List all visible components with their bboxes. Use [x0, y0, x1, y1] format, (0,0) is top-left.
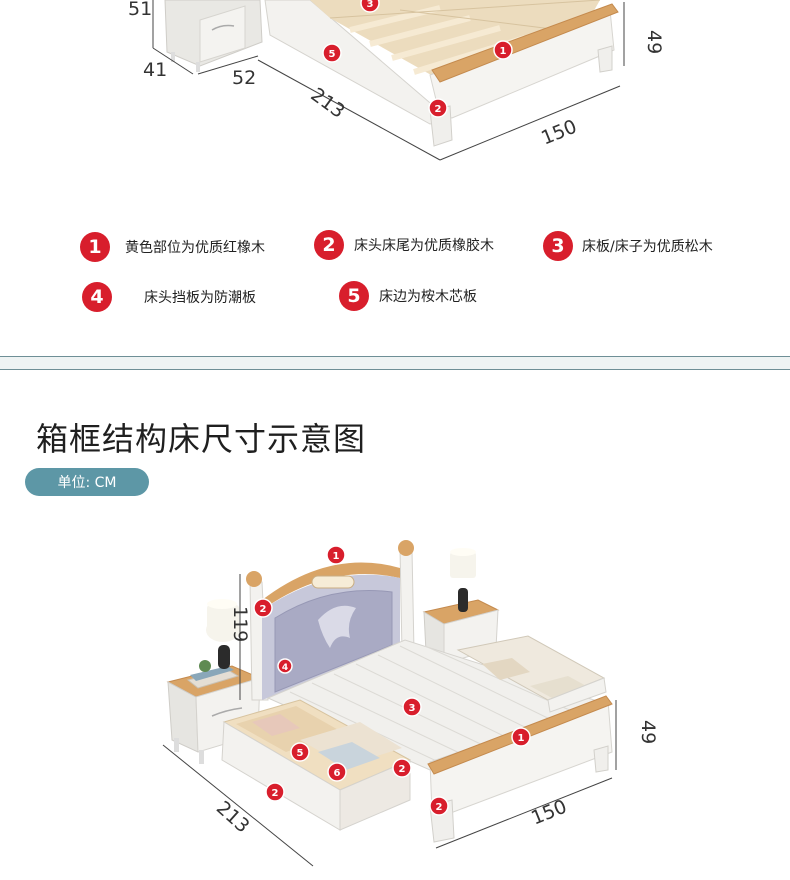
legend-label: 床板/床子为优质松木	[582, 239, 713, 255]
marker-2: 2	[428, 98, 448, 118]
svg-text:2: 2	[435, 104, 442, 115]
legend-item-2: 2 床头床尾为优质橡胶木	[314, 230, 494, 260]
svg-text:2: 2	[436, 802, 443, 813]
svg-text:2: 2	[260, 604, 267, 615]
marker-1-footboard: 1	[511, 727, 531, 747]
left-nightstand	[166, 599, 262, 764]
dim-footboard-height: 49	[637, 720, 659, 744]
dim-bed-length: 213	[307, 84, 349, 123]
marker-2-headpost: 2	[253, 598, 273, 618]
dim-footboard-height: 49	[643, 30, 665, 54]
svg-text:5: 5	[297, 748, 304, 759]
svg-text:6: 6	[334, 768, 341, 779]
top-bed-diagram: 51 41 52 213 150 49 3 1 5 2	[128, 0, 665, 161]
legend-number: 1	[80, 232, 110, 262]
svg-text:2: 2	[272, 788, 279, 799]
marker-5: 5	[290, 742, 310, 762]
unit-badge: 单位: CM	[25, 468, 149, 496]
footboard	[427, 695, 613, 843]
dim-nightstand-depth: 41	[143, 59, 167, 81]
bed-platform	[266, 639, 612, 771]
section-divider-band	[0, 357, 790, 369]
legend-item-4: 4 床头挡板为防潮板	[82, 282, 256, 312]
storage-drawer	[221, 699, 412, 831]
svg-text:1: 1	[500, 46, 507, 57]
right-nightstand	[422, 548, 500, 665]
dim-bed-length: 213	[212, 797, 254, 838]
legend-number: 4	[82, 282, 112, 312]
legend-label: 床头床尾为优质橡胶木	[354, 238, 494, 254]
marker-2-footleg: 2	[429, 796, 449, 816]
headboard	[246, 540, 415, 701]
svg-text:3: 3	[367, 0, 374, 10]
marker-4: 4	[277, 658, 293, 674]
marker-1: 1	[493, 40, 513, 60]
legend-item-3: 3 床板/床子为优质松木	[543, 231, 713, 261]
dim-nightstand-height: 51	[128, 0, 152, 20]
legend-label: 黄色部位为优质红橡木	[125, 240, 265, 256]
svg-text:1: 1	[518, 733, 525, 744]
marker-6: 6	[327, 762, 347, 782]
legend-number: 3	[543, 231, 573, 261]
legend-label: 床边为桉木芯板	[379, 289, 477, 305]
svg-text:5: 5	[329, 49, 336, 60]
section-title: 箱框结构床尺寸示意图	[36, 420, 367, 458]
svg-text:3: 3	[409, 703, 416, 714]
side-storage	[456, 635, 607, 713]
top-bed-frame	[264, 0, 619, 147]
legend-item-1: 1 黄色部位为优质红橡木	[80, 232, 265, 262]
svg-text:4: 4	[282, 663, 288, 673]
marker-5: 5	[322, 43, 342, 63]
legend-number: 2	[314, 230, 344, 260]
dim-bed-width: 150	[538, 116, 580, 150]
marker-2-drawer-left: 2	[265, 782, 285, 802]
marker-1-headboard: 1	[326, 545, 346, 565]
marker-2-drawer-right: 2	[392, 758, 412, 778]
legend-item-5: 5 床边为桉木芯板	[339, 281, 477, 311]
svg-text:1: 1	[333, 551, 340, 562]
legend-label: 床头挡板为防潮板	[144, 290, 256, 306]
dim-bed-width: 150	[528, 796, 570, 830]
legend-number: 5	[339, 281, 369, 311]
marker-3: 3	[402, 697, 422, 717]
top-nightstand	[164, 0, 263, 72]
marker-3: 3	[360, 0, 380, 13]
section-divider-top	[0, 356, 790, 357]
dim-nightstand-width: 52	[232, 67, 256, 89]
top-dimension-lines	[152, 0, 625, 161]
dim-headboard-height: 119	[229, 606, 251, 642]
bottom-dimension-lines	[162, 574, 617, 867]
section-divider-bottom	[0, 369, 790, 370]
svg-text:2: 2	[399, 764, 406, 775]
